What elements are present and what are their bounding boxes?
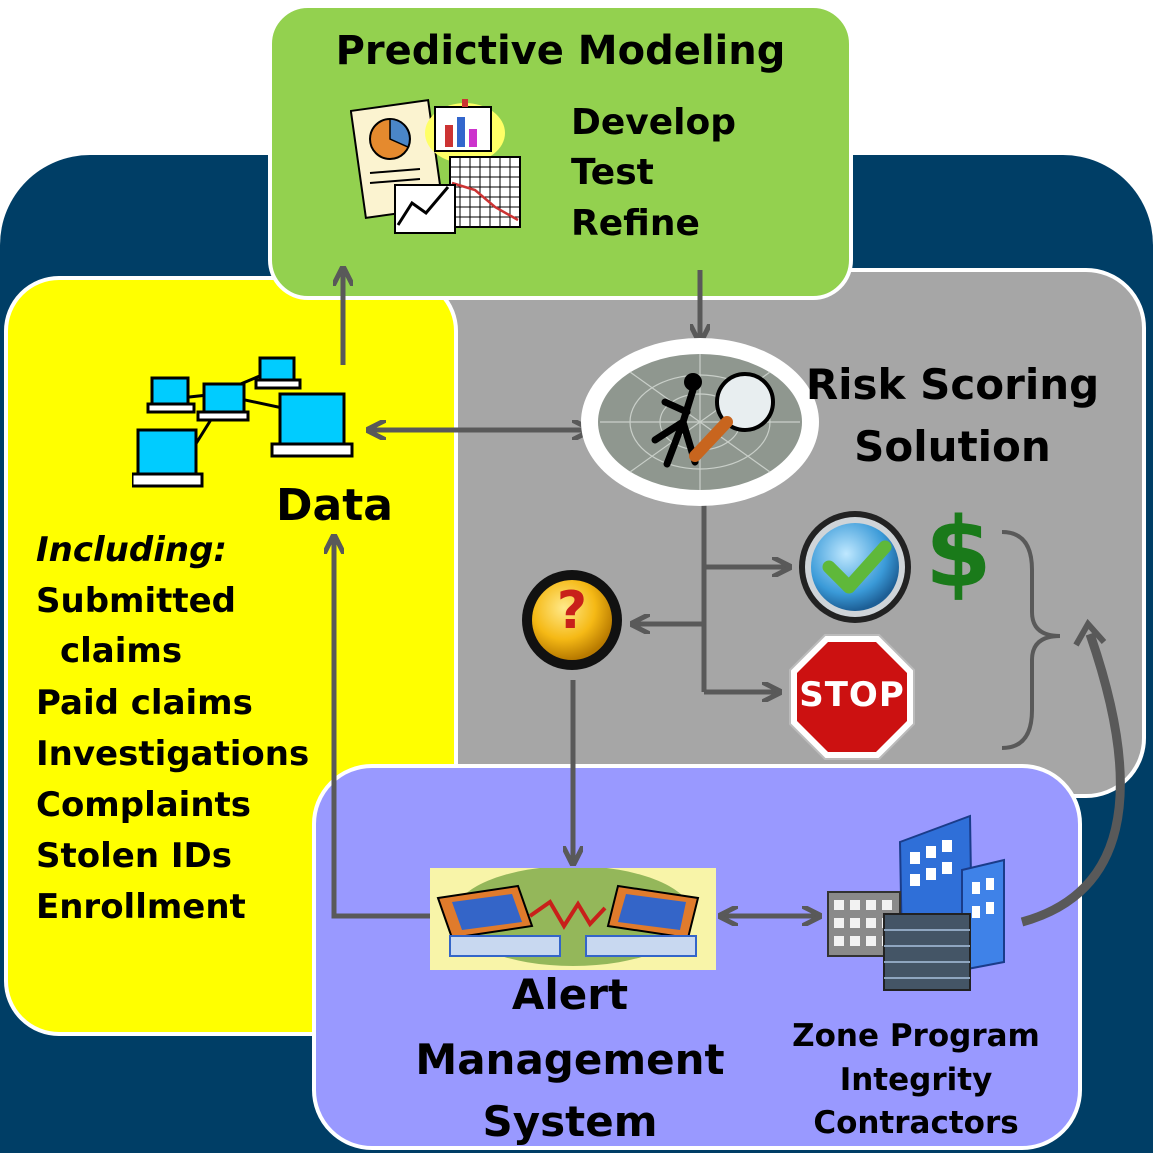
data-item-submitted: Submitted: [36, 581, 237, 621]
zpic-line2: Integrity: [839, 1062, 993, 1098]
step-refine: Refine: [571, 203, 700, 244]
including-label: Including:: [36, 530, 228, 570]
stop-label: STOP: [799, 675, 905, 715]
stop-sign-icon: [789, 634, 915, 760]
magnifier-detective-icon: [598, 354, 802, 490]
risk-title-line2: Solution: [854, 422, 1051, 471]
step-test: Test: [571, 152, 654, 193]
zpic-line1: Zone Program: [792, 1018, 1040, 1054]
alert-title-line1: Alert: [511, 970, 629, 1019]
connected-laptops-icon: [430, 868, 716, 970]
data-item-stolen-ids: Stolen IDs: [36, 836, 232, 876]
data-item-complaints: Complaints: [36, 785, 252, 825]
question-symbol: ?: [556, 581, 588, 641]
question-icon: [522, 570, 622, 670]
dollar-symbol: $: [925, 497, 992, 609]
check-icon: [799, 511, 911, 623]
data-item-paid-claims: Paid claims: [36, 683, 253, 723]
zpic-line3: Contractors: [813, 1105, 1019, 1141]
outcomes-brace: [1001, 530, 1061, 750]
feedback-curved-arrow: [1020, 632, 1125, 927]
data-title: Data: [276, 480, 393, 531]
risk-title-line1: Risk Scoring: [805, 360, 1100, 409]
step-develop: Develop: [571, 102, 737, 143]
charts-report-icon: [350, 98, 521, 234]
alert-title-line2: Management: [415, 1035, 725, 1084]
arrow-alert-to-data: [334, 538, 430, 919]
office-buildings-icon: [827, 814, 1005, 991]
computer-network-icon: [132, 356, 354, 488]
data-item-investigations: Investigations: [36, 734, 310, 774]
data-item-claims: claims: [60, 631, 183, 671]
predictive-title: Predictive Modeling: [335, 28, 786, 74]
alert-title-line3: System: [482, 1097, 658, 1146]
data-item-enrollment: Enrollment: [36, 887, 246, 927]
